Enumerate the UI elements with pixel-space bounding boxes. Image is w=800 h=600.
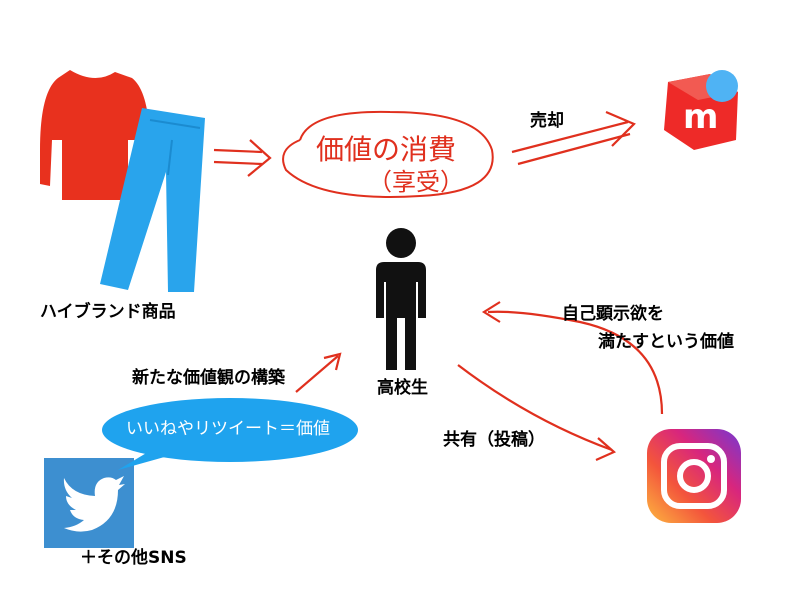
person-icon bbox=[376, 228, 426, 370]
brand-goods-label: ハイブランド商品 bbox=[40, 302, 176, 322]
value-ellipse bbox=[282, 110, 494, 198]
enjoyment-label: （享受） bbox=[368, 168, 464, 196]
twitter-icon bbox=[44, 458, 134, 548]
self-display-line2: 満たすという価値 bbox=[598, 332, 734, 352]
arrow-share bbox=[457, 364, 617, 462]
other-sns-label: ＋その他SNS bbox=[80, 548, 187, 568]
value-consumption-label: 価値の消費 bbox=[316, 133, 457, 166]
bubble-text: いいねやリツイート＝価値 bbox=[126, 419, 330, 439]
mercari-icon: m bbox=[664, 70, 738, 150]
arrow-self-display bbox=[481, 301, 664, 415]
instagram-icon bbox=[647, 429, 741, 523]
speech-bubble bbox=[102, 398, 358, 470]
self-display-line1: 自己顕示欲を bbox=[562, 304, 664, 324]
high-school-student-label: 高校生 bbox=[377, 378, 428, 398]
arrow-new-value bbox=[295, 352, 342, 393]
arrow-clothes-to-value bbox=[213, 139, 272, 177]
sell-label: 売却 bbox=[530, 111, 564, 131]
new-value-label: 新たな価値観の構築 bbox=[132, 368, 285, 388]
share-post-label: 共有（投稿） bbox=[443, 430, 545, 450]
svg-text:m: m bbox=[683, 97, 718, 137]
clothes-icon bbox=[40, 70, 205, 292]
arrow-sell bbox=[511, 110, 636, 166]
